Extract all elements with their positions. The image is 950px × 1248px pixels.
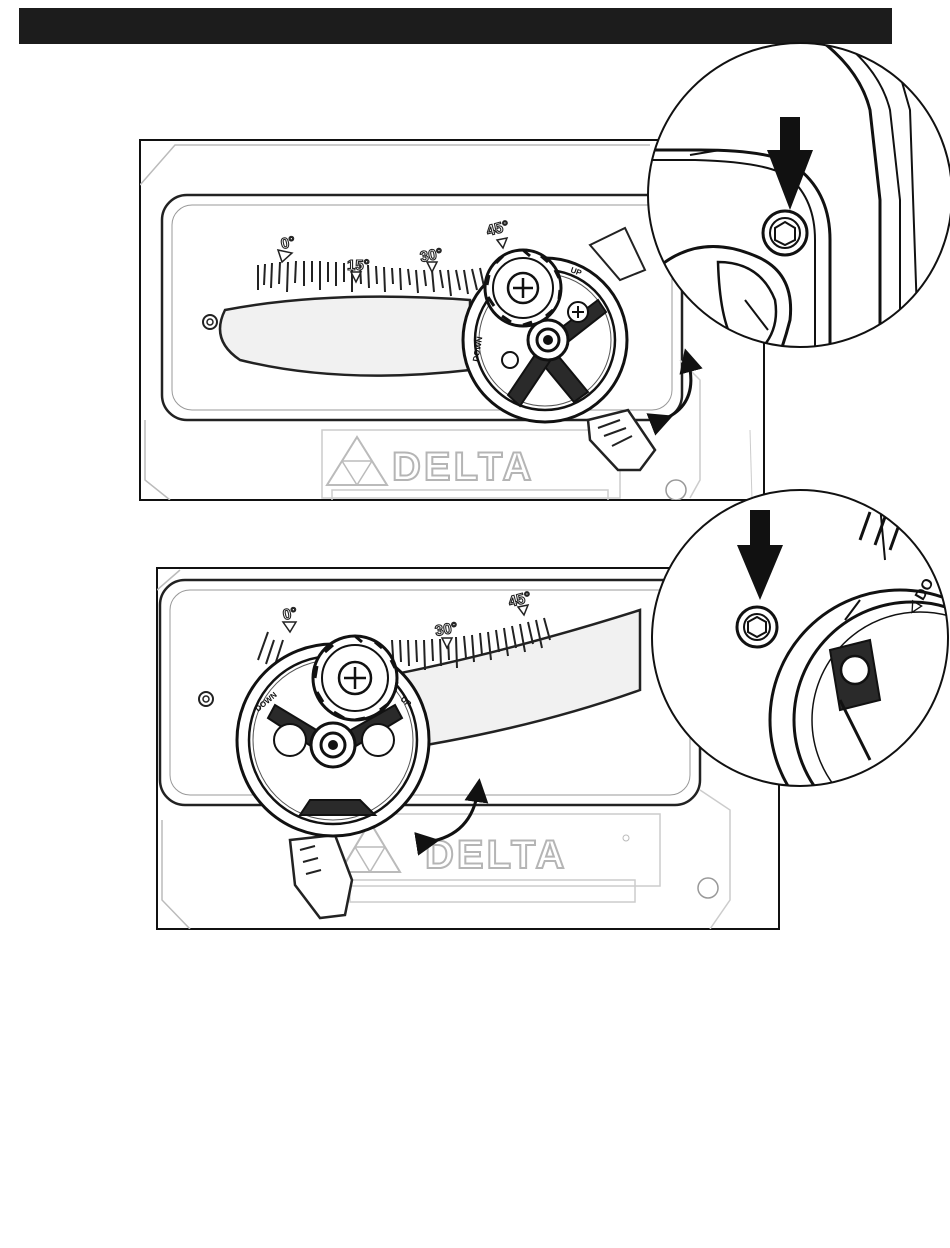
delta-logo-text: DELTA [425,833,567,877]
scale-label-15: 15° [347,257,370,274]
handwheel-lock-knob[interactable] [313,636,397,720]
screw-icon [666,480,686,500]
delta-logo-text: DELTA [392,445,534,489]
bevel-slot [220,297,470,376]
handwheel-lock-knob[interactable] [485,250,561,326]
screw-icon [698,878,718,898]
